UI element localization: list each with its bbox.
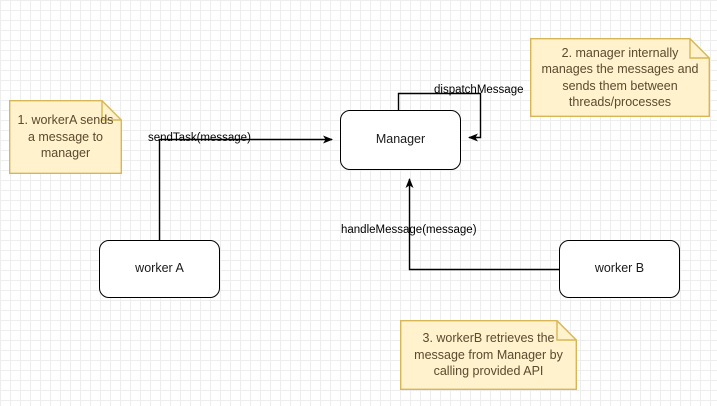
- edge-label-handle-message: handleMessage(message): [341, 224, 477, 236]
- edge-dispatch-message: [397, 92, 482, 142]
- node-manager[interactable]: Manager: [340, 110, 461, 170]
- sticky-note-3[interactable]: 3. workerB retrieves the message from Ma…: [400, 320, 577, 390]
- node-worker-a-label: worker A: [135, 261, 184, 276]
- note-1-shape: [9, 100, 122, 174]
- node-worker-b[interactable]: worker B: [559, 240, 680, 298]
- sticky-note-2[interactable]: 2. manager internally manages the messag…: [530, 38, 710, 117]
- sticky-note-1-text: 1. workerA sends a message to manager: [17, 113, 114, 161]
- sticky-note-2-text: 2. manager internally manages the messag…: [541, 45, 699, 110]
- edge-handle-message: [405, 178, 559, 271]
- node-worker-a[interactable]: worker A: [99, 240, 220, 298]
- sticky-note-3-text: 3. workerB retrieves the message from Ma…: [414, 331, 563, 379]
- edge-label-dispatch-message: dispatchMessage: [434, 84, 524, 96]
- node-manager-label: Manager: [375, 132, 426, 147]
- note-3-shape: [400, 320, 577, 390]
- sticky-note-1[interactable]: 1. workerA sends a message to manager: [9, 100, 122, 174]
- edge-send-task: [158, 135, 333, 240]
- note-2-shape: [530, 38, 710, 117]
- edge-label-send-task: sendTask(message): [148, 132, 251, 144]
- node-worker-b-label: worker B: [594, 261, 645, 276]
